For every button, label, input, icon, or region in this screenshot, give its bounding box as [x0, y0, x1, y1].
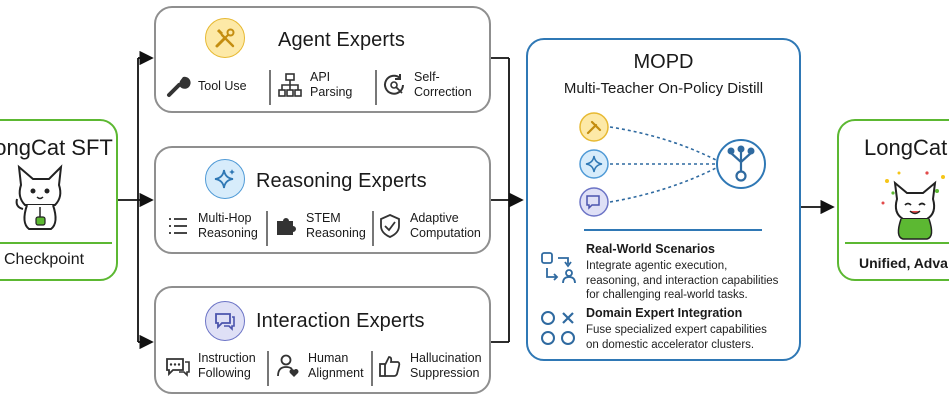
reasoning-experts-title: Reasoning Experts	[256, 170, 427, 192]
longcat-result-box: LongCat Unified, Adva	[837, 119, 949, 281]
agent-experts-title: Agent Experts	[278, 29, 405, 51]
expert-item-label: STEM Reasoning	[306, 211, 366, 240]
result-footer: Unified, Adva	[859, 255, 948, 271]
interaction-experts-title: Interaction Experts	[256, 310, 425, 332]
interaction-experts-badge	[205, 301, 245, 341]
sft-title: LongCat SFT	[0, 135, 113, 160]
interaction-experts-box: Interaction Experts Instruction Followin…	[154, 286, 491, 394]
expert-item-hallucination: Hallucination Suppression	[376, 351, 482, 381]
expert-item-instruction: Instruction Following	[164, 351, 256, 381]
hierarchy-icon	[276, 71, 304, 99]
item-separator	[269, 70, 271, 105]
expert-item-adaptive: Adaptive Computation	[376, 211, 481, 241]
expert-item-stem: STEM Reasoning	[272, 211, 366, 241]
student-model-node	[716, 139, 766, 189]
expert-item-label: Tool Use	[198, 78, 247, 93]
mopd-divider	[584, 229, 762, 231]
reasoning-experts-badge	[205, 159, 245, 199]
chat-icon	[164, 352, 192, 380]
result-divider	[845, 242, 949, 244]
sft-checkpoint-box: LongCat SFT Checkpoint	[0, 119, 118, 281]
feature-title: Real-World Scenarios	[586, 242, 715, 256]
cat-mascot-icon	[15, 164, 63, 230]
item-separator	[375, 70, 377, 105]
item-separator	[266, 211, 268, 246]
grid-shapes-icon	[538, 308, 578, 353]
mopd-title: MOPD	[633, 51, 694, 73]
mini-agent-badge	[579, 112, 609, 142]
expert-item-label: Human Alignment	[308, 351, 364, 380]
agent-experts-badge	[205, 18, 245, 58]
mini-interaction-badge	[579, 187, 609, 217]
thumbs-up-icon	[376, 352, 404, 380]
mini-reasoning-badge	[579, 149, 609, 179]
item-separator	[371, 351, 373, 386]
distill-diagram	[579, 112, 766, 217]
sparkle-icon	[214, 169, 235, 189]
mopd-subtitle: Multi-Teacher On-Policy Distill	[563, 80, 764, 97]
expert-item-label: Instruction Following	[198, 351, 256, 380]
agent-experts-box: Agent Experts Tool Use API Parsing Self-…	[154, 6, 491, 113]
reasoning-experts-box: Reasoning Experts Multi-Hop Reasoning ST…	[154, 146, 491, 254]
sft-footer: Checkpoint	[4, 251, 85, 268]
person-heart-icon	[274, 352, 302, 380]
puzzle-icon	[272, 212, 300, 240]
result-title: LongCat	[864, 135, 948, 160]
mopd-box: MOPD Multi-Teacher On-Policy Distill	[526, 38, 801, 361]
expert-item-label: Hallucination Suppression	[410, 351, 482, 380]
expert-item-label: API Parsing	[310, 70, 353, 99]
expert-item-self-correction: Self- Correction	[380, 70, 472, 100]
shield-check-icon	[376, 212, 404, 240]
tools-icon	[215, 28, 235, 48]
expert-item-label: Self- Correction	[414, 70, 472, 99]
expert-item-label: Adaptive Computation	[410, 211, 481, 240]
list-icon	[164, 212, 192, 240]
refresh-target-icon	[380, 71, 408, 99]
expert-item-label: Multi-Hop Reasoning	[198, 211, 258, 240]
feature-desc: Integrate agentic execution, reasoning, …	[586, 260, 779, 301]
item-separator	[267, 351, 269, 386]
expert-item-tool-use: Tool Use	[164, 72, 247, 100]
expert-item-human-alignment: Human Alignment	[274, 351, 364, 381]
feature-desc: Fuse specialized expert capabilities on …	[586, 324, 767, 351]
wrench-icon	[164, 72, 192, 100]
expert-item-multi-hop: Multi-Hop Reasoning	[164, 211, 258, 241]
expert-item-api-parsing: API Parsing	[276, 70, 352, 100]
item-separator	[372, 211, 374, 246]
sft-divider	[0, 242, 112, 244]
celebrating-cat-icon	[881, 171, 945, 240]
feature-title: Domain Expert Integration	[586, 306, 743, 320]
flow-arrows-icon	[538, 248, 578, 293]
speech-bubble-icon	[215, 313, 235, 331]
